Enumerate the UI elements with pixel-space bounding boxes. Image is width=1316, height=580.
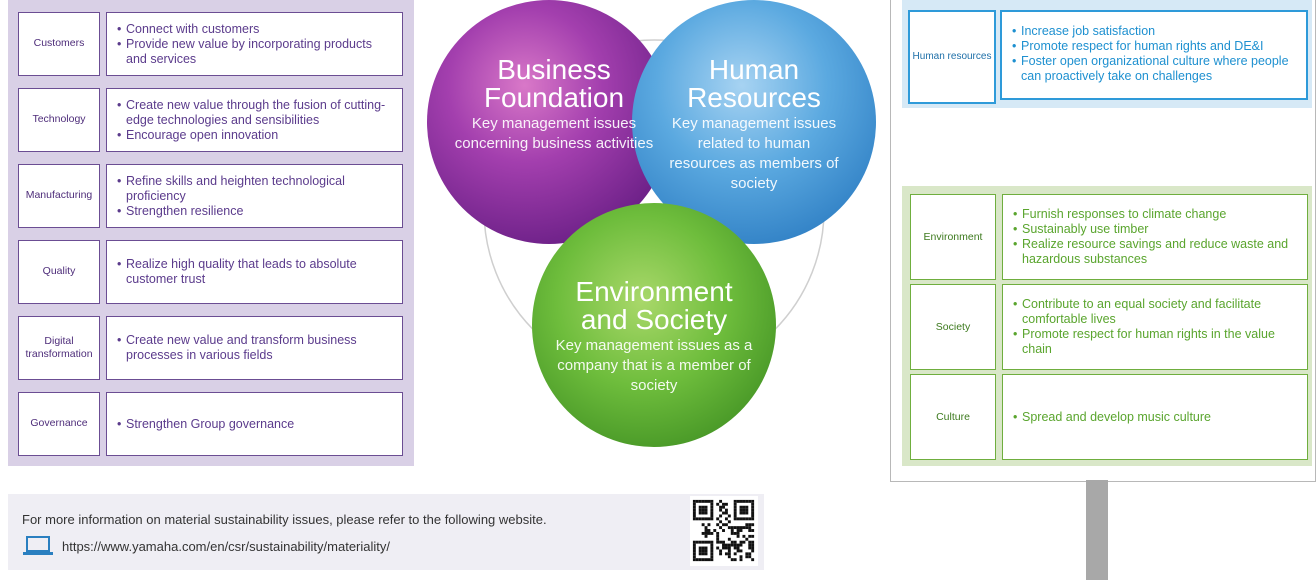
environment-society-label: Environment and Society Key management i… (546, 278, 762, 396)
bullet: Realize high quality that leads to absol… (117, 257, 396, 287)
category-label: Culture (910, 374, 996, 460)
bullet: Provide new value by incorporating produ… (117, 37, 396, 67)
environment-society-panel: Environment Furnish responses to climate… (902, 186, 1312, 466)
issue-row-quality: Quality Realize high quality that leads … (18, 240, 404, 304)
website-link[interactable]: https://www.yamaha.com/en/csr/sustainabi… (62, 539, 391, 554)
bullet: Foster open organizational culture where… (1012, 54, 1300, 84)
human-resources-label: Human Resources Key management issues re… (666, 56, 842, 194)
issue-description: Furnish responses to climate change Sust… (1002, 194, 1308, 280)
bullet: Create new value through the fusion of c… (117, 98, 396, 128)
info-box: For more information on material sustain… (8, 494, 764, 570)
bullet: Spread and develop music culture (1013, 410, 1211, 425)
venn-diagram (427, 0, 876, 447)
category-label: Customers (18, 12, 100, 76)
issue-row-customers: Customers Connect with customers Provide… (18, 12, 404, 76)
bullet: Encourage open innovation (117, 128, 396, 143)
business-foundation-panel: Customers Connect with customers Provide… (8, 0, 414, 466)
circle-title: and Society (580, 304, 728, 335)
category-label: Society (910, 284, 996, 370)
issue-description: Connect with customers Provide new value… (106, 12, 403, 76)
circle-title: Environment (575, 276, 733, 307)
human-resources-panel: Human resources Increase job satisfactio… (902, 0, 1312, 108)
issue-row-environment: Environment Furnish responses to climate… (910, 194, 1308, 280)
issue-description: Contribute to an equal society and facil… (1002, 284, 1308, 370)
category-label: Environment (910, 194, 996, 280)
issue-description: Create new value through the fusion of c… (106, 88, 403, 152)
category-label: Governance (18, 392, 100, 456)
issue-description: Refine skills and heighten technological… (106, 164, 403, 228)
laptop-icon (23, 536, 53, 555)
bullet: Strengthen resilience (117, 204, 396, 219)
circle-title: Human (708, 54, 800, 85)
bullet: Realize resource savings and reduce wast… (1013, 237, 1301, 267)
bullet: Sustainably use timber (1013, 222, 1301, 237)
bullet: Connect with customers (117, 22, 396, 37)
circle-title: Business (497, 54, 611, 85)
bullet: Create new value and transform business … (117, 333, 396, 363)
circle-subtitle: Key management issues concerning busines… (454, 115, 654, 152)
bullet: Contribute to an equal society and facil… (1013, 297, 1301, 327)
issue-row-culture: Culture Spread and develop music culture (910, 374, 1308, 460)
qr-code[interactable] (690, 496, 758, 566)
bullet: Increase job satisfaction (1012, 24, 1300, 39)
bullet: Refine skills and heighten technological… (117, 174, 396, 204)
category-label: Technology (18, 88, 100, 152)
issue-row-governance: Governance Strengthen Group governance (18, 392, 404, 456)
circle-title: Foundation (483, 82, 625, 113)
bullet: Furnish responses to climate change (1013, 207, 1301, 222)
category-label: Manufacturing (18, 164, 100, 228)
issue-row-society: Society Contribute to an equal society a… (910, 284, 1308, 370)
bullet: Strengthen Group governance (117, 417, 294, 432)
category-label: Human resources (908, 10, 996, 104)
issue-row-technology: Technology Create new value through the … (18, 88, 404, 152)
category-label: Digital transformation (18, 316, 100, 380)
business-foundation-circle (427, 0, 671, 244)
issue-description: Create new value and transform business … (106, 316, 403, 380)
decorative-bar (1086, 480, 1108, 580)
bullet: Promote respect for human rights in the … (1013, 327, 1301, 357)
issue-description: Increase job satisfaction Promote respec… (1000, 10, 1308, 100)
category-label: Quality (18, 240, 100, 304)
bullet: Promote respect for human rights and DE&… (1012, 39, 1300, 54)
issue-row-manufacturing: Manufacturing Refine skills and heighten… (18, 164, 404, 228)
issue-description: Spread and develop music culture (1002, 374, 1308, 460)
circle-title: Resources (687, 82, 821, 113)
issue-description: Realize high quality that leads to absol… (106, 240, 403, 304)
issue-row-digital-transformation: Digital transformation Create new value … (18, 316, 404, 380)
business-foundation-label: Business Foundation Key management issue… (420, 56, 688, 154)
circle-subtitle: Key management issues related to human r… (669, 115, 839, 192)
info-text: For more information on material sustain… (22, 512, 547, 527)
circle-subtitle: Key management issues as a company that … (555, 337, 753, 394)
human-resources-circle (632, 0, 876, 244)
issue-description: Strengthen Group governance (106, 392, 403, 456)
environment-society-circle (532, 203, 776, 447)
